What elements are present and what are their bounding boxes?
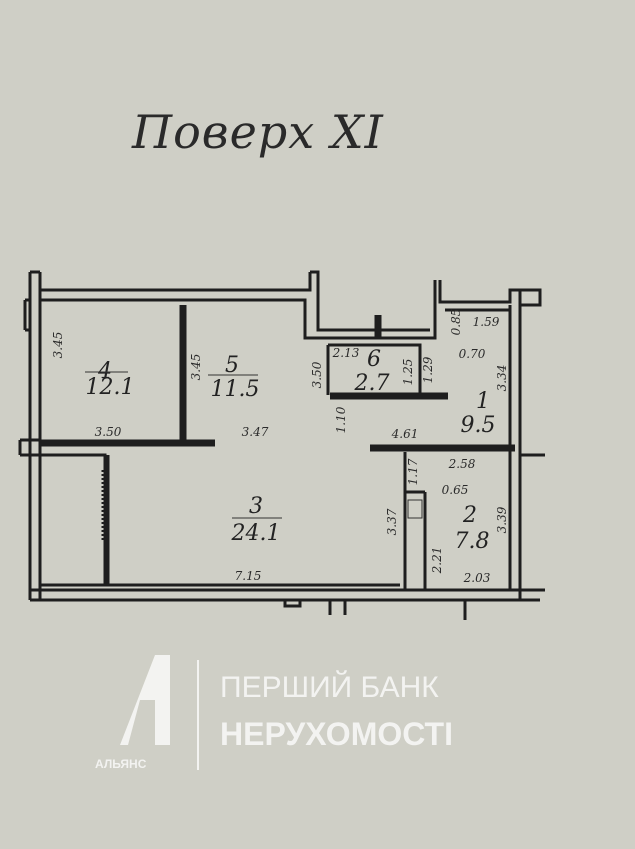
dimension-label: 1.59 [473,315,500,329]
dimension-label: 1.25 [401,359,415,386]
dimension-label: 1.29 [421,356,435,383]
dimension-label: 3.50 [95,425,122,439]
dimension-label: 0.65 [442,483,469,497]
svg-text:7.8: 7.8 [455,529,490,554]
watermark-line1: ПЕРШИЙ БАНК [220,670,439,704]
dimension-label: 1.17 [406,458,420,485]
svg-text:11.5: 11.5 [211,377,260,402]
dimension-label: 3.50 [310,361,324,388]
room-6: 6 2.7 [354,347,390,396]
dimension-label: 2.58 [448,457,476,471]
watermark: АЛЬЯНС ПЕРШИЙ БАНК НЕРУХОМОСТІ [95,655,453,771]
dimension-label: 3.45 [189,354,203,381]
room-2: 2 7.8 [455,503,490,554]
room-1: 1 9.5 [461,389,496,438]
svg-text:5: 5 [225,353,239,378]
room-3: 3 24.1 [231,494,282,546]
dimension-label: 2.03 [463,571,491,585]
svg-text:9.5: 9.5 [461,413,496,438]
dimension-label: 4.61 [391,427,419,441]
dimension-labels: 3.45 3.50 3.45 3.47 2.13 1.25 1.29 3.50 … [51,309,509,585]
svg-text:2: 2 [462,503,477,528]
walls [18,270,545,620]
dimension-label: 3.47 [242,425,269,439]
svg-text:24.1: 24.1 [231,521,281,546]
room-4: 4 12.1 [85,359,134,400]
svg-text:3: 3 [249,494,263,519]
svg-text:6: 6 [367,347,381,372]
dimension-label: 1.10 [334,406,348,433]
watermark-brand: АЛЬЯНС [95,757,147,771]
dimension-label: 3.37 [385,508,399,535]
svg-text:1: 1 [476,389,490,414]
dimension-label: 2.13 [332,346,360,360]
watermark-line2: НЕРУХОМОСТІ [220,716,453,752]
svg-text:12.1: 12.1 [86,375,135,400]
dimension-label: 7.15 [235,569,262,583]
floor-title: Поверх XI [132,105,384,159]
dimension-label: 0.70 [459,347,486,361]
dimension-label: 3.45 [51,332,65,359]
dimension-label: 2.21 [430,547,444,575]
dimension-label: 3.34 [495,365,509,392]
svg-text:2.7: 2.7 [354,371,390,396]
dimension-label: 0.85 [449,309,463,336]
alyans-logo-icon [120,655,170,745]
room-5: 5 11.5 [208,353,259,402]
dimension-label: 3.39 [495,506,509,533]
